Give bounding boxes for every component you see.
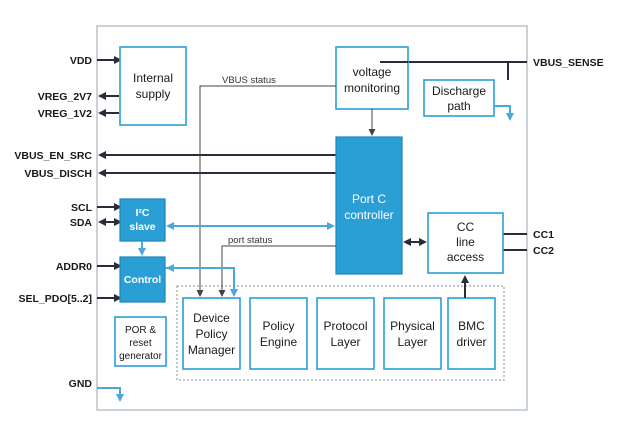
port-c-controller-line1: Port C [352, 192, 386, 206]
pin-vreg-1v2: VREG_1V2 [38, 108, 92, 120]
svg-text:reset: reset [129, 338, 151, 349]
voltage-monitoring-line2: monitoring [344, 81, 400, 95]
svg-text:supply: supply [136, 87, 171, 101]
device-policy-manager-line1: Device [193, 311, 230, 325]
port-c-controller-line2: controller [344, 208, 393, 222]
protocol-stack-group [176, 285, 505, 381]
pin-gnd: GND [69, 378, 93, 390]
internal-supply-line2: supply [136, 87, 171, 101]
i2c-slave-line2: slave [129, 221, 155, 233]
device-policy-manager-block [182, 297, 241, 370]
svg-text:generator: generator [119, 351, 162, 362]
svg-text:slave: slave [129, 221, 155, 233]
protocol-layer-block [316, 297, 375, 370]
svg-text:line: line [456, 235, 475, 249]
i2c-slave-line1: I²C [136, 207, 150, 219]
pin-cc2: CC2 [533, 245, 554, 257]
control-to-dpm-line [165, 267, 238, 297]
svg-text:Physical: Physical [390, 319, 435, 333]
pin-addr0: ADDR0 [56, 261, 92, 273]
pin-cc1: CC1 [533, 229, 554, 241]
svg-text:monitoring: monitoring [344, 81, 400, 95]
pin-vbus-disch: VBUS_DISCH [24, 168, 92, 180]
discharge-path-line2: path [447, 99, 470, 113]
svg-text:Port C: Port C [352, 192, 386, 206]
control-block [119, 256, 166, 303]
svg-text:Layer: Layer [397, 335, 427, 349]
physical-layer-block [383, 297, 442, 370]
i2c-slave-block [119, 198, 166, 242]
protocol-layer-line2: Layer [330, 335, 360, 349]
vbus-status-label: VBUS status [222, 75, 276, 86]
cc-line-access-block [427, 212, 504, 274]
policy-engine-block [249, 297, 308, 370]
port-status-label: port status [228, 235, 273, 246]
svg-text:BMC: BMC [458, 319, 485, 333]
policy-engine-line1: Policy [262, 319, 294, 333]
cc-line-access-line3: access [447, 250, 484, 264]
svg-text:voltage: voltage [353, 65, 392, 79]
svg-text:Layer: Layer [330, 335, 360, 349]
physical-layer-line2: Layer [397, 335, 427, 349]
discharge-out-line [494, 105, 514, 121]
physical-layer-line1: Physical [390, 319, 435, 333]
bmc-driver-line1: BMC [458, 319, 485, 333]
device-policy-manager-line2: Policy [195, 327, 227, 341]
svg-text:POR &: POR & [125, 325, 156, 336]
bmc-driver-line2: driver [456, 335, 486, 349]
svg-text:Discharge: Discharge [432, 84, 486, 98]
svg-text:Manager: Manager [188, 343, 235, 357]
por-reset-generator-block [114, 316, 167, 367]
protocol-layer-line1: Protocol [323, 319, 367, 333]
svg-text:controller: controller [344, 208, 393, 222]
svg-text:Device: Device [193, 311, 230, 325]
pin-sel-pdo: SEL_PDO[5..2] [18, 293, 92, 305]
svg-text:Policy: Policy [195, 327, 227, 341]
svg-text:Policy: Policy [262, 319, 294, 333]
gnd-line [97, 387, 124, 402]
pin-vbus-sense: VBUS_SENSE [533, 57, 604, 69]
bmc-driver-block [447, 297, 496, 370]
control-label: Control [124, 274, 161, 286]
svg-text:I²C: I²C [136, 207, 150, 219]
discharge-path-block [423, 79, 495, 117]
port-c-controller-block [335, 136, 403, 275]
por-reset-line1: POR & [125, 325, 156, 336]
cc-line-access-line2: line [456, 235, 475, 249]
svg-text:CC: CC [457, 220, 475, 234]
por-reset-line3: generator [119, 351, 162, 362]
voltage-monitoring-block [335, 46, 409, 110]
svg-text:Internal: Internal [133, 71, 173, 85]
policy-engine-line2: Engine [260, 335, 298, 349]
pin-vdd: VDD [70, 55, 93, 67]
por-reset-line2: reset [129, 338, 151, 349]
pin-vbus-en-src: VBUS_EN_SRC [14, 150, 92, 162]
pin-vreg-2v7: VREG_2V7 [38, 91, 92, 103]
svg-text:path: path [447, 99, 470, 113]
cc-line-access-line1: CC [457, 220, 475, 234]
voltage-monitoring-line1: voltage [353, 65, 392, 79]
svg-text:driver: driver [456, 335, 486, 349]
svg-text:Protocol: Protocol [323, 319, 367, 333]
pin-sda: SDA [70, 217, 93, 229]
internal-supply-block [119, 46, 187, 126]
discharge-path-line1: Discharge [432, 84, 486, 98]
device-policy-manager-line3: Manager [188, 343, 235, 357]
svg-text:access: access [447, 250, 484, 264]
pin-scl: SCL [71, 202, 93, 214]
svg-text:Engine: Engine [260, 335, 298, 349]
port-status-line [218, 245, 336, 297]
internal-supply-line1: Internal [133, 71, 173, 85]
